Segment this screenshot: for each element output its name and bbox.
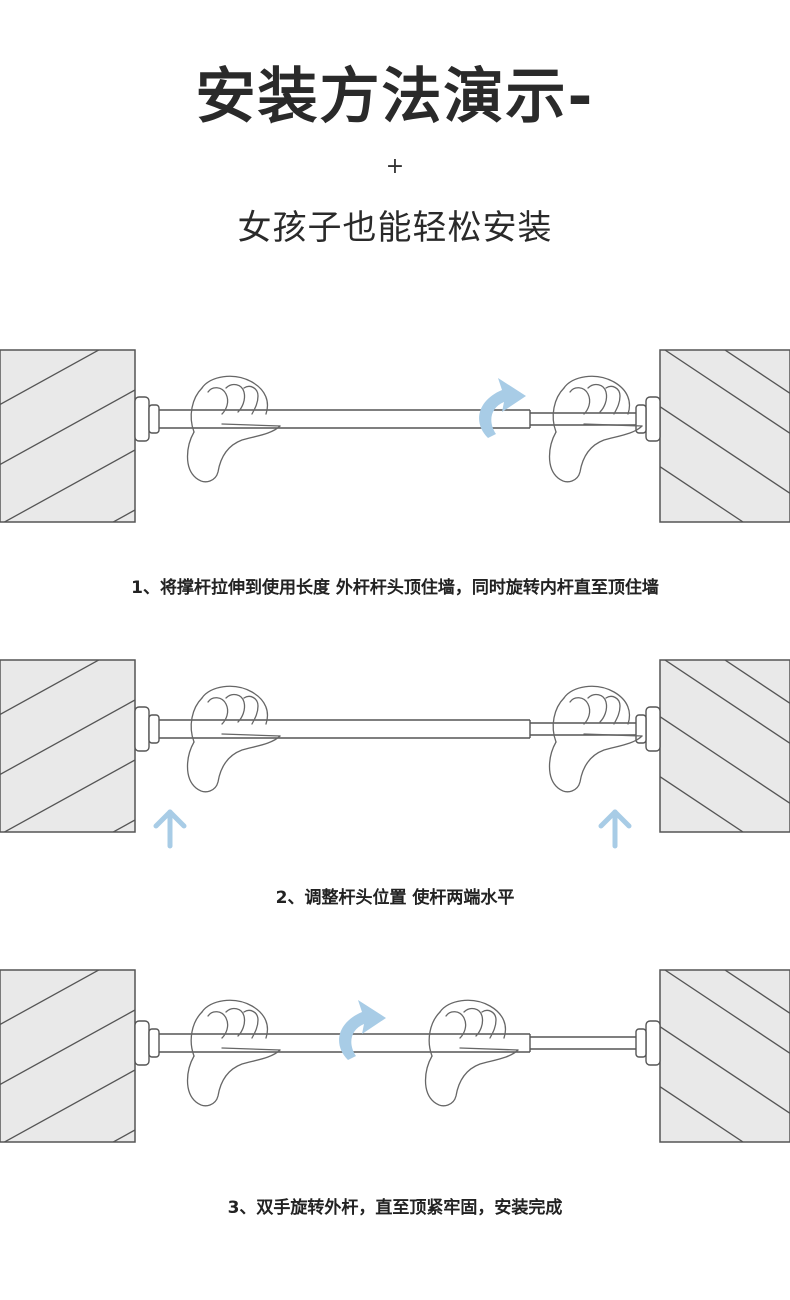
step-3-illustration <box>0 968 790 1148</box>
plus-sign: + <box>385 154 405 179</box>
rotation-arrow-icon <box>339 1000 386 1060</box>
hand-right-icon <box>548 375 643 483</box>
up-arrow-left-icon <box>156 812 184 846</box>
hand-right-icon <box>548 685 643 793</box>
step-1-illustration <box>0 348 790 523</box>
rotation-arrow-icon <box>479 378 526 438</box>
up-arrow-right-icon <box>601 812 629 846</box>
step-1-caption: 1、将撑杆拉伸到使用长度 外杆杆头顶住墙，同时旋转内杆直至顶住墙 <box>131 578 659 598</box>
hand-left-icon <box>186 685 281 793</box>
step-2-illustration <box>0 658 790 853</box>
step-2-caption: 2、调整杆头位置 使杆两端水平 <box>275 888 515 908</box>
page-subtitle: 女孩子也能轻松安装 <box>237 208 553 248</box>
hand-center-icon <box>424 999 519 1107</box>
hand-left-icon <box>186 999 281 1107</box>
step-3-caption: 3、双手旋转外杆，直至顶紧牢固，安装完成 <box>227 1198 563 1218</box>
page-title: 安装方法演示- <box>195 62 595 132</box>
hand-left-icon <box>186 375 281 483</box>
